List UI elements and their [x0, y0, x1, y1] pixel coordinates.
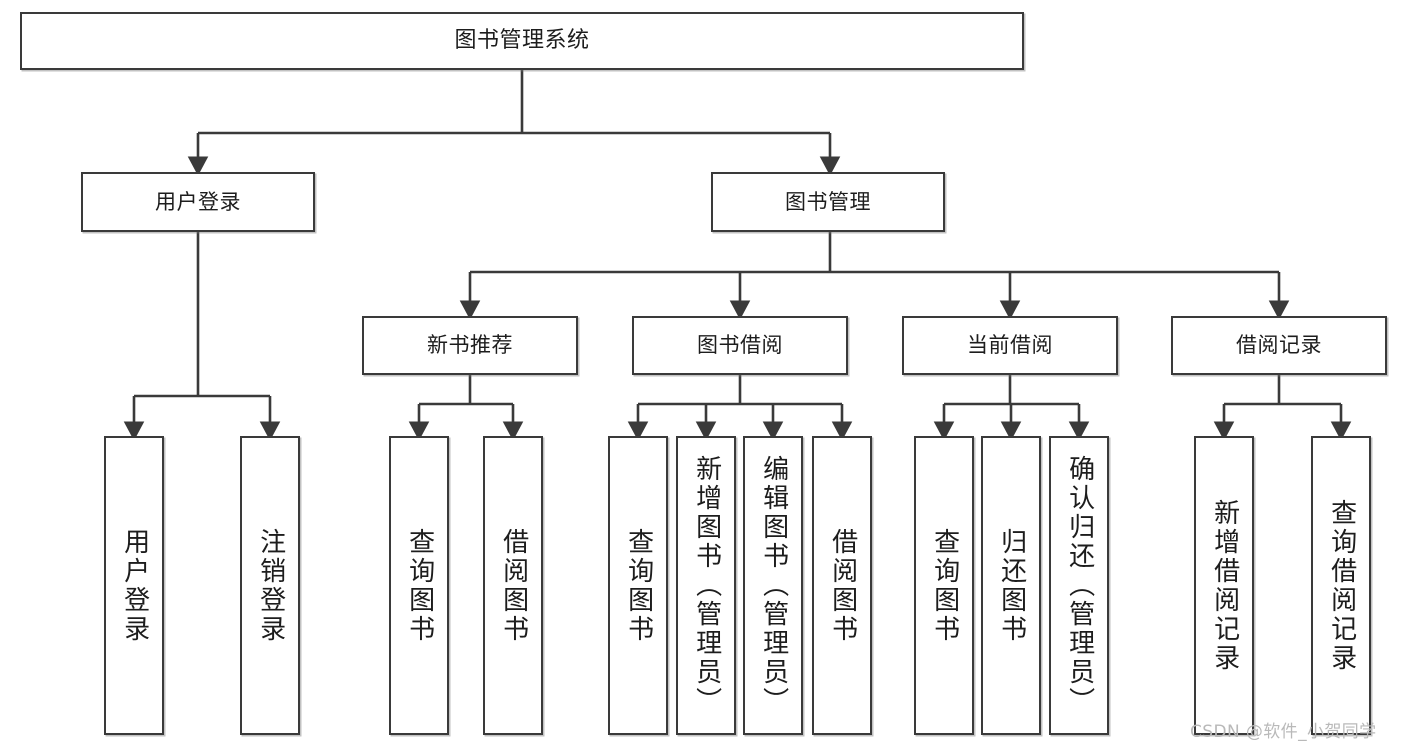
node-label: 新书推荐 — [427, 333, 513, 358]
leaf-current-confirm-return-admin[interactable]: 确认归还（管理员） — [1049, 436, 1109, 735]
node-label: 图书管理系统 — [454, 28, 590, 54]
node-label: 归还图书 — [996, 527, 1027, 644]
node-label: 查询图书 — [929, 527, 960, 644]
node-label: 用户登录 — [119, 527, 150, 644]
node-label: 新增借阅记录 — [1209, 498, 1240, 673]
leaf-user-login[interactable]: 用户登录 — [104, 436, 164, 735]
node-label: 编辑图书（管理员） — [758, 455, 789, 716]
leaf-record-add-record[interactable]: 新增借阅记录 — [1194, 436, 1254, 735]
node-book-borrow[interactable]: 图书借阅 — [632, 316, 848, 375]
node-label: 图书借阅 — [697, 333, 783, 358]
csdn-watermark: CSDN @软件_小贺同学 — [1190, 722, 1377, 742]
node-label: 新增图书（管理员） — [691, 455, 722, 716]
node-label: 借阅图书 — [827, 527, 858, 644]
node-label: 注销登录 — [255, 527, 286, 644]
leaf-borrow-query-book[interactable]: 查询图书 — [608, 436, 668, 735]
node-label: 查询图书 — [623, 527, 654, 644]
node-book-management[interactable]: 图书管理 — [711, 172, 945, 232]
leaf-new-book-borrow-book[interactable]: 借阅图书 — [483, 436, 543, 735]
node-user-login[interactable]: 用户登录 — [81, 172, 315, 232]
leaf-current-return-book[interactable]: 归还图书 — [981, 436, 1041, 735]
node-label: 借阅图书 — [498, 527, 529, 644]
leaf-borrow-edit-book-admin[interactable]: 编辑图书（管理员） — [743, 436, 803, 735]
node-root-system[interactable]: 图书管理系统 — [20, 12, 1024, 70]
node-new-book-recommend[interactable]: 新书推荐 — [362, 316, 578, 375]
node-label: 用户登录 — [155, 189, 241, 214]
node-borrow-record[interactable]: 借阅记录 — [1171, 316, 1387, 375]
leaf-record-query-record[interactable]: 查询借阅记录 — [1311, 436, 1371, 735]
leaf-borrow-borrow-book[interactable]: 借阅图书 — [812, 436, 872, 735]
node-label: 借阅记录 — [1236, 333, 1322, 358]
node-label: 图书管理 — [785, 189, 871, 214]
leaf-borrow-add-book-admin[interactable]: 新增图书（管理员） — [676, 436, 736, 735]
node-label: 当前借阅 — [967, 333, 1053, 358]
node-current-borrow[interactable]: 当前借阅 — [902, 316, 1118, 375]
node-label: 查询图书 — [404, 527, 435, 644]
node-label: 确认归还（管理员） — [1064, 455, 1095, 716]
node-label: 查询借阅记录 — [1326, 498, 1357, 673]
leaf-current-query-book[interactable]: 查询图书 — [914, 436, 974, 735]
leaf-new-book-query-book[interactable]: 查询图书 — [389, 436, 449, 735]
leaf-logout[interactable]: 注销登录 — [240, 436, 300, 735]
